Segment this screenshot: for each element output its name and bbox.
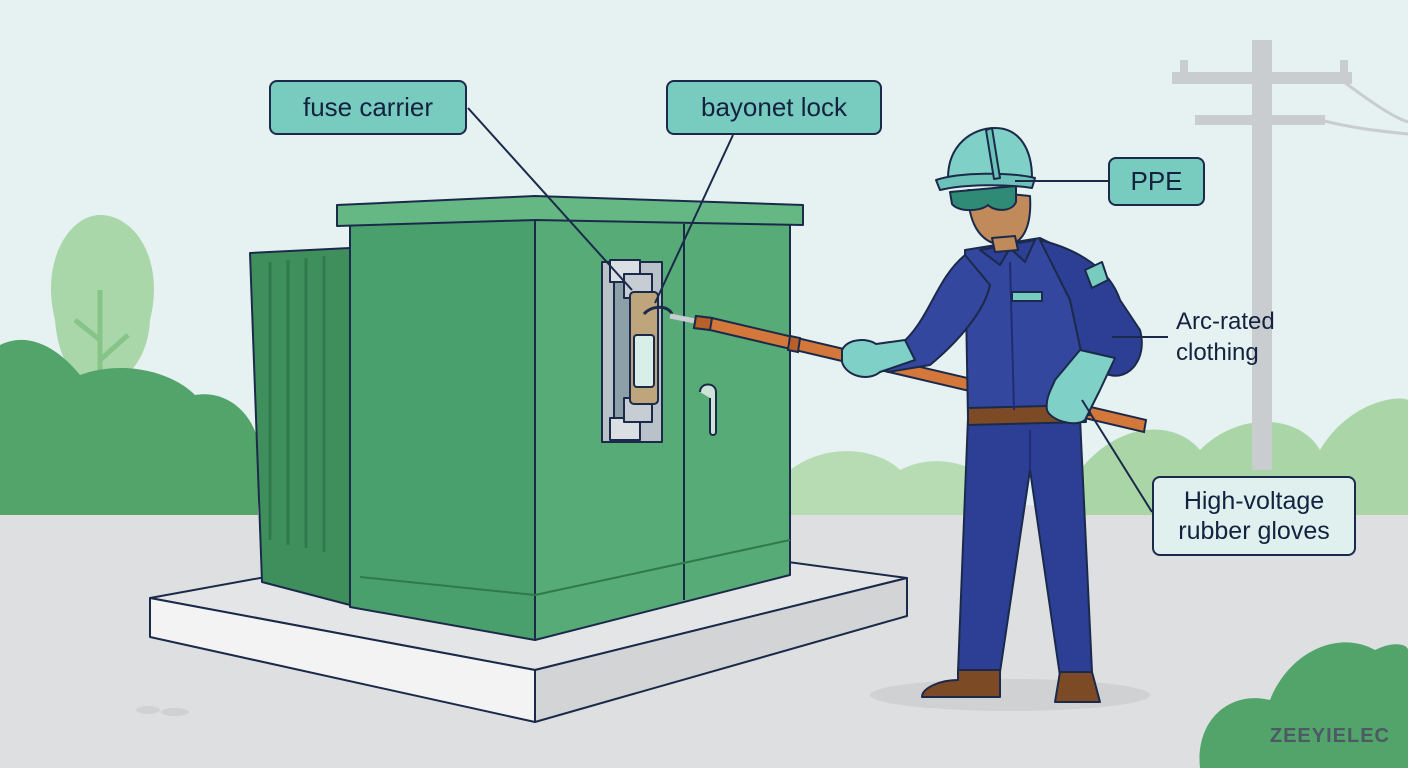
rubber-gloves-label: High-voltage rubber gloves bbox=[1152, 476, 1356, 556]
gloves-line2: rubber gloves bbox=[1178, 517, 1330, 545]
bayonet-lock-label: bayonet lock bbox=[666, 80, 882, 135]
pebble bbox=[161, 708, 189, 716]
leader-lines bbox=[467, 107, 1168, 513]
fuse-carrier-label-text: fuse carrier bbox=[302, 92, 434, 122]
ppe-label: PPE bbox=[1108, 157, 1205, 206]
fuse-carrier bbox=[629, 291, 659, 405]
utility-pole bbox=[1172, 40, 1408, 470]
pad-mounted-transformer bbox=[249, 195, 804, 641]
line-worker bbox=[841, 127, 1143, 703]
fuse-carrier-leader bbox=[467, 107, 633, 291]
pebble bbox=[136, 706, 160, 714]
watermark: ZEEYIELEC bbox=[1269, 725, 1390, 747]
bayonet-lock-leader bbox=[654, 134, 734, 304]
gloves-line1: High-voltage bbox=[1183, 487, 1325, 515]
ppe-label-text: PPE bbox=[1130, 166, 1183, 196]
fuse-carrier-label: fuse carrier bbox=[269, 80, 467, 135]
arc-rated-clothing-label: Arc-rated clothing bbox=[1176, 306, 1275, 368]
bush-left bbox=[0, 339, 258, 515]
bayonet-lock-label-text: bayonet lock bbox=[701, 92, 847, 122]
bush-front-right bbox=[1199, 642, 1408, 768]
worker-shadow bbox=[870, 679, 1150, 711]
bush-middle bbox=[790, 451, 990, 515]
gloves-leader bbox=[1081, 399, 1153, 513]
arc-rated-line2: clothing bbox=[1176, 339, 1259, 366]
arc-rated-line1: Arc-rated bbox=[1176, 308, 1275, 335]
